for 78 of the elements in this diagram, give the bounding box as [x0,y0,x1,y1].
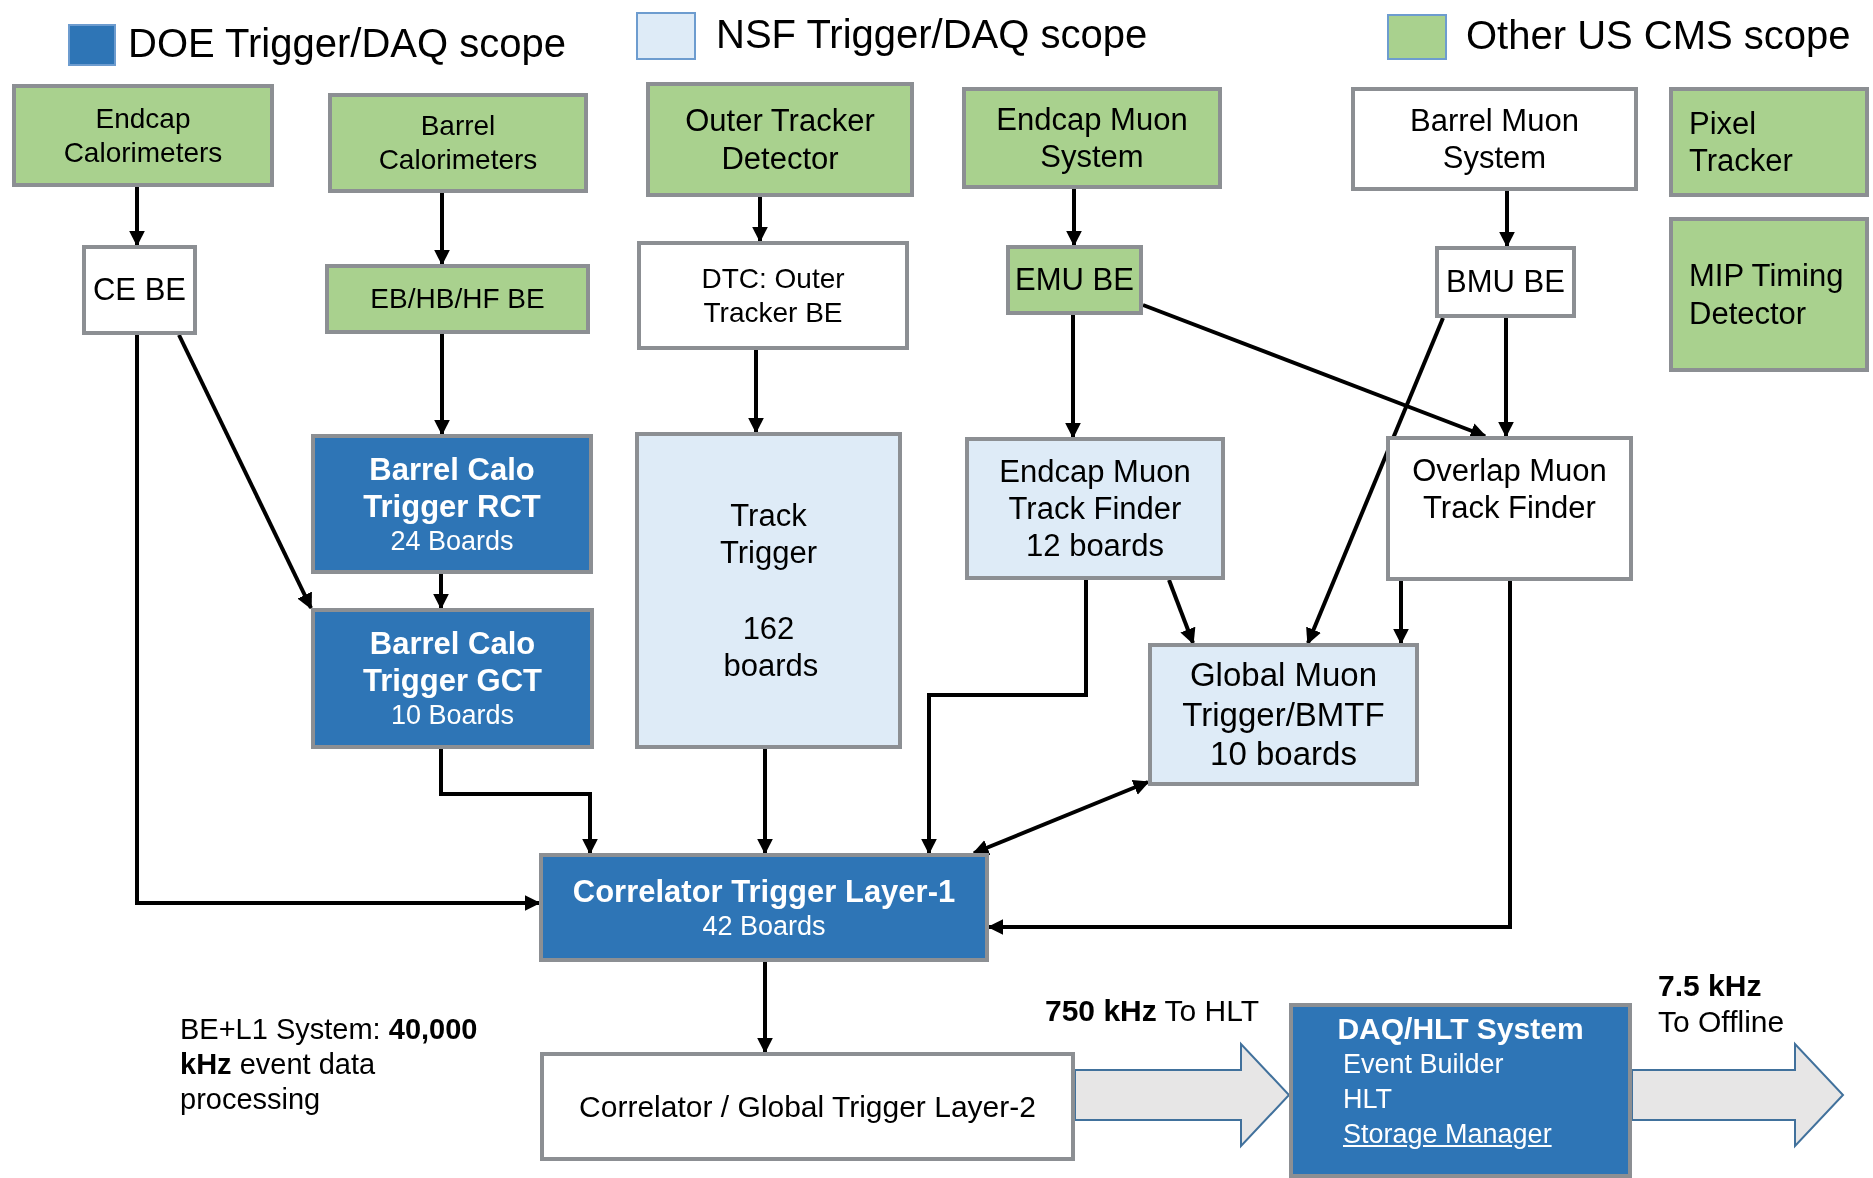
trigger-box [539,853,989,962]
arrow [757,962,773,1054]
processor-box [1148,643,1419,786]
arrow [972,780,1150,855]
subsystem-box [1669,217,1869,372]
arrow [1498,318,1514,438]
box-title: Correlator Trigger Layer-1 [572,872,956,910]
box-title: DTC: Outer Tracker BE [700,261,846,330]
box-subtitle: Event Builder [1343,1048,1504,1081]
arrow [1167,579,1196,645]
arrow [752,197,768,243]
arrow [1499,191,1515,248]
arrow [135,335,541,911]
box-title: Global Muon Trigger/BMTF [1181,655,1386,735]
box-title: Endcap Muon System [995,100,1189,176]
box-title: CE BE [93,271,186,309]
subsystem-box [962,87,1222,189]
arrow [434,193,450,266]
box-subtitle: HLT [1343,1083,1392,1117]
legend-label: NSF Trigger/DAQ scope [716,12,1148,57]
arrow [1393,581,1409,645]
box-title: Barrel Calorimeters [377,109,539,177]
box-title: Overlap Muon Track Finder [1411,452,1608,527]
arrow [177,334,313,610]
arrow [1066,189,1082,247]
box-title: EB/HB/HF BE [370,282,545,316]
processor-box [635,432,902,749]
box-title: Track Trigger [718,497,818,572]
box-subtitle: Storage Manager [1343,1118,1552,1152]
arrow [434,334,450,436]
legend-label: Other US CMS scope [1466,13,1851,58]
box-subtitle: 42 Boards [702,909,826,943]
subsystem-box [12,84,274,187]
arrow [757,749,773,855]
arrow [129,187,145,247]
subsystem-box [646,82,914,197]
box-subtitle: 10 Boards [390,699,515,732]
arrow [439,749,598,855]
trigger-box [311,608,594,749]
process-box [1351,87,1638,191]
arrow [1306,317,1445,645]
arrow [921,580,1088,855]
processor-box [965,437,1225,580]
box-title: Barrel Calo Trigger RCT [362,450,542,525]
process-box [1386,436,1633,581]
box-title: Barrel Calo Trigger GCT [361,625,544,700]
process-box [1435,246,1576,318]
subsystem-box [1006,245,1143,315]
subsystem-box [328,93,588,193]
arrow [1142,303,1487,439]
process-box [637,241,909,350]
box-title: Outer Tracker Detector [684,102,876,177]
trigger-box [311,434,593,574]
box-subtitle: 12 boards [1026,527,1164,565]
box-title: EMU BE [1015,261,1134,299]
arrow [1065,315,1081,439]
box-title: Endcap Muon Track Finder [998,452,1192,528]
block-arrow [1631,1041,1845,1149]
process-box [540,1052,1075,1161]
legend-label: DOE Trigger/DAQ scope [128,21,566,66]
subsystem-box [325,264,590,334]
block-arrow [1074,1041,1291,1149]
arrow [433,574,449,610]
arrow [748,350,764,434]
box-title: BMU BE [1446,263,1565,301]
box-subtitle: 10 boards [1210,734,1357,774]
box-title: MIP Timing Detector [1689,257,1845,332]
box-subtitle: 24 Boards [390,525,514,558]
box-title: Pixel Tracker [1689,104,1794,180]
box-title: DAQ/HLT System [1337,1011,1584,1047]
trigger-box [1289,1003,1632,1178]
box-title: Barrel Muon System [1409,101,1580,177]
process-box [82,245,197,335]
box-title: Correlator / Global Trigger Layer-2 [579,1088,1036,1125]
box-title: Endcap Calorimeters [62,101,224,170]
arrow [987,581,1512,935]
subsystem-box [1669,87,1869,197]
note-text: BE+L1 System: 40,000 kHz event data processing [180,1012,479,1117]
